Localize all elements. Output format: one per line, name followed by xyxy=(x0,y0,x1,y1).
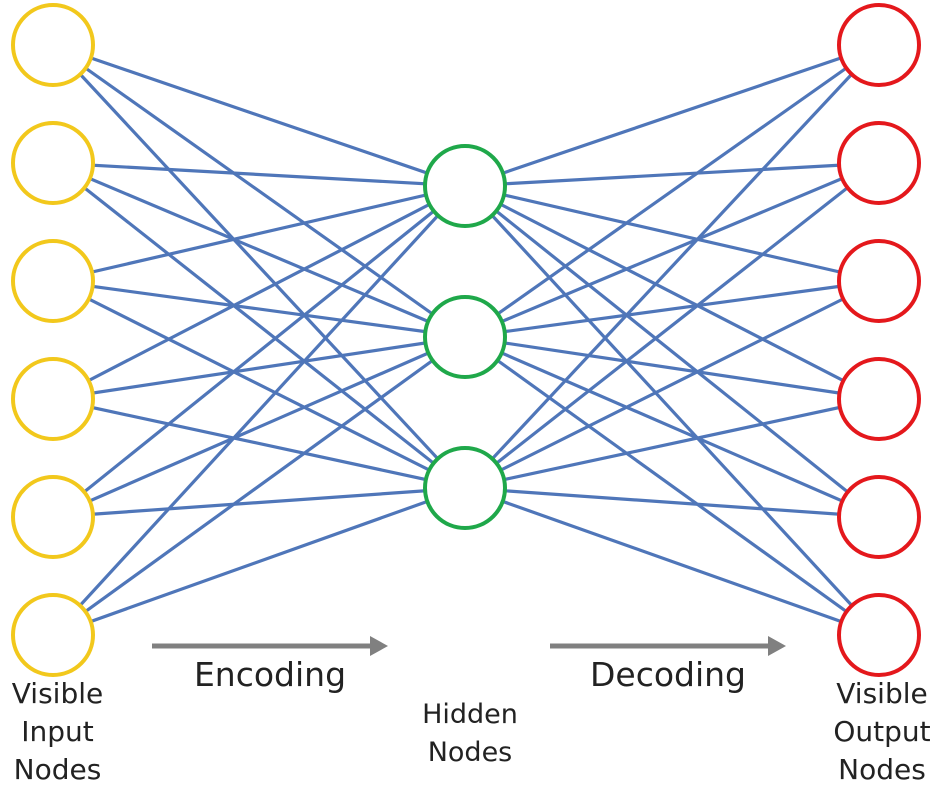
encoding-connection-1-1 xyxy=(52,43,466,188)
encoding-connection-6-2 xyxy=(52,335,466,637)
process-arrows xyxy=(152,636,786,656)
encoding-arrow-head xyxy=(370,636,388,656)
input-label-line-1: Visible xyxy=(11,677,104,710)
decoding-connection-3-3 xyxy=(464,279,880,490)
input-label-line-2: Input xyxy=(21,715,94,748)
decoding-connection-1-2 xyxy=(464,161,880,188)
hidden-nodes-label: Hidden Nodes xyxy=(395,696,545,772)
decoding-connection-1-1 xyxy=(464,43,880,188)
input-node-6 xyxy=(11,593,95,677)
encoding-connection-6-1 xyxy=(51,184,467,637)
output-node-1 xyxy=(837,3,921,87)
decoding-connection-3-4 xyxy=(464,397,880,490)
output-label-line-3: Nodes xyxy=(838,753,926,786)
encoding-connection-5-1 xyxy=(51,184,467,519)
decoding-connection-3-5 xyxy=(464,486,880,519)
input-label-line-3: Nodes xyxy=(13,753,102,786)
decoding-connection-1-6 xyxy=(463,184,881,637)
encoding-connection-2-2 xyxy=(52,161,466,339)
decoding-connection-2-4 xyxy=(464,335,880,401)
decoding-connection-3-6 xyxy=(464,486,880,637)
decoding-arrow-head xyxy=(768,636,786,656)
connection-lines xyxy=(51,43,881,637)
encoding-connection-4-2 xyxy=(52,335,466,401)
encoding-connection-2-1 xyxy=(52,161,466,188)
input-node-3 xyxy=(11,239,95,323)
output-node-5 xyxy=(837,475,921,559)
encoding-connection-4-1 xyxy=(52,184,466,401)
input-node-2 xyxy=(11,121,95,205)
network-nodes xyxy=(11,3,921,677)
output-nodes-label: Visible Output Nodes xyxy=(813,675,951,789)
encoding-connection-6-3 xyxy=(52,486,466,637)
input-node-1 xyxy=(11,3,95,87)
decoding-connection-2-1 xyxy=(464,43,880,339)
encoding-connection-5-2 xyxy=(52,335,466,519)
decoding-connection-1-5 xyxy=(464,184,880,519)
decoding-connection-1-4 xyxy=(464,184,880,401)
encoding-connection-5-3 xyxy=(52,486,466,519)
hidden-node-3 xyxy=(423,446,507,530)
decoding-connection-1-3 xyxy=(464,184,880,283)
encoding-connection-1-2 xyxy=(52,43,466,339)
output-node-6 xyxy=(837,593,921,677)
decoding-connection-2-5 xyxy=(464,335,880,519)
encoding-connection-3-3 xyxy=(52,279,466,490)
input-node-4 xyxy=(11,357,95,441)
hidden-label-line-1: Hidden xyxy=(422,699,518,730)
decoding-connection-2-6 xyxy=(464,335,880,637)
decoding-connection-2-2 xyxy=(464,161,880,339)
hidden-node-2 xyxy=(423,295,507,379)
encoding-connection-2-3 xyxy=(52,161,466,490)
encoding-connection-3-2 xyxy=(52,279,466,339)
decoding-connection-3-2 xyxy=(464,161,880,490)
encoding-label: Encoding xyxy=(193,655,347,694)
decoding-connection-3-1 xyxy=(463,43,881,490)
encoding-connection-4-3 xyxy=(52,397,466,490)
encoding-connection-3-1 xyxy=(52,184,466,283)
output-node-3 xyxy=(837,239,921,323)
decoding-label: Decoding xyxy=(589,655,747,694)
hidden-node-1 xyxy=(423,144,507,228)
input-node-5 xyxy=(11,475,95,559)
output-node-2 xyxy=(837,121,921,205)
encoding-connection-1-3 xyxy=(51,43,467,490)
input-nodes-label: Visible Input Nodes xyxy=(0,675,115,789)
output-label-line-1: Visible xyxy=(836,677,928,710)
decoding-connection-2-3 xyxy=(464,279,880,339)
hidden-label-line-2: Nodes xyxy=(427,737,513,768)
output-node-4 xyxy=(837,357,921,441)
output-label-line-2: Output xyxy=(833,715,931,748)
